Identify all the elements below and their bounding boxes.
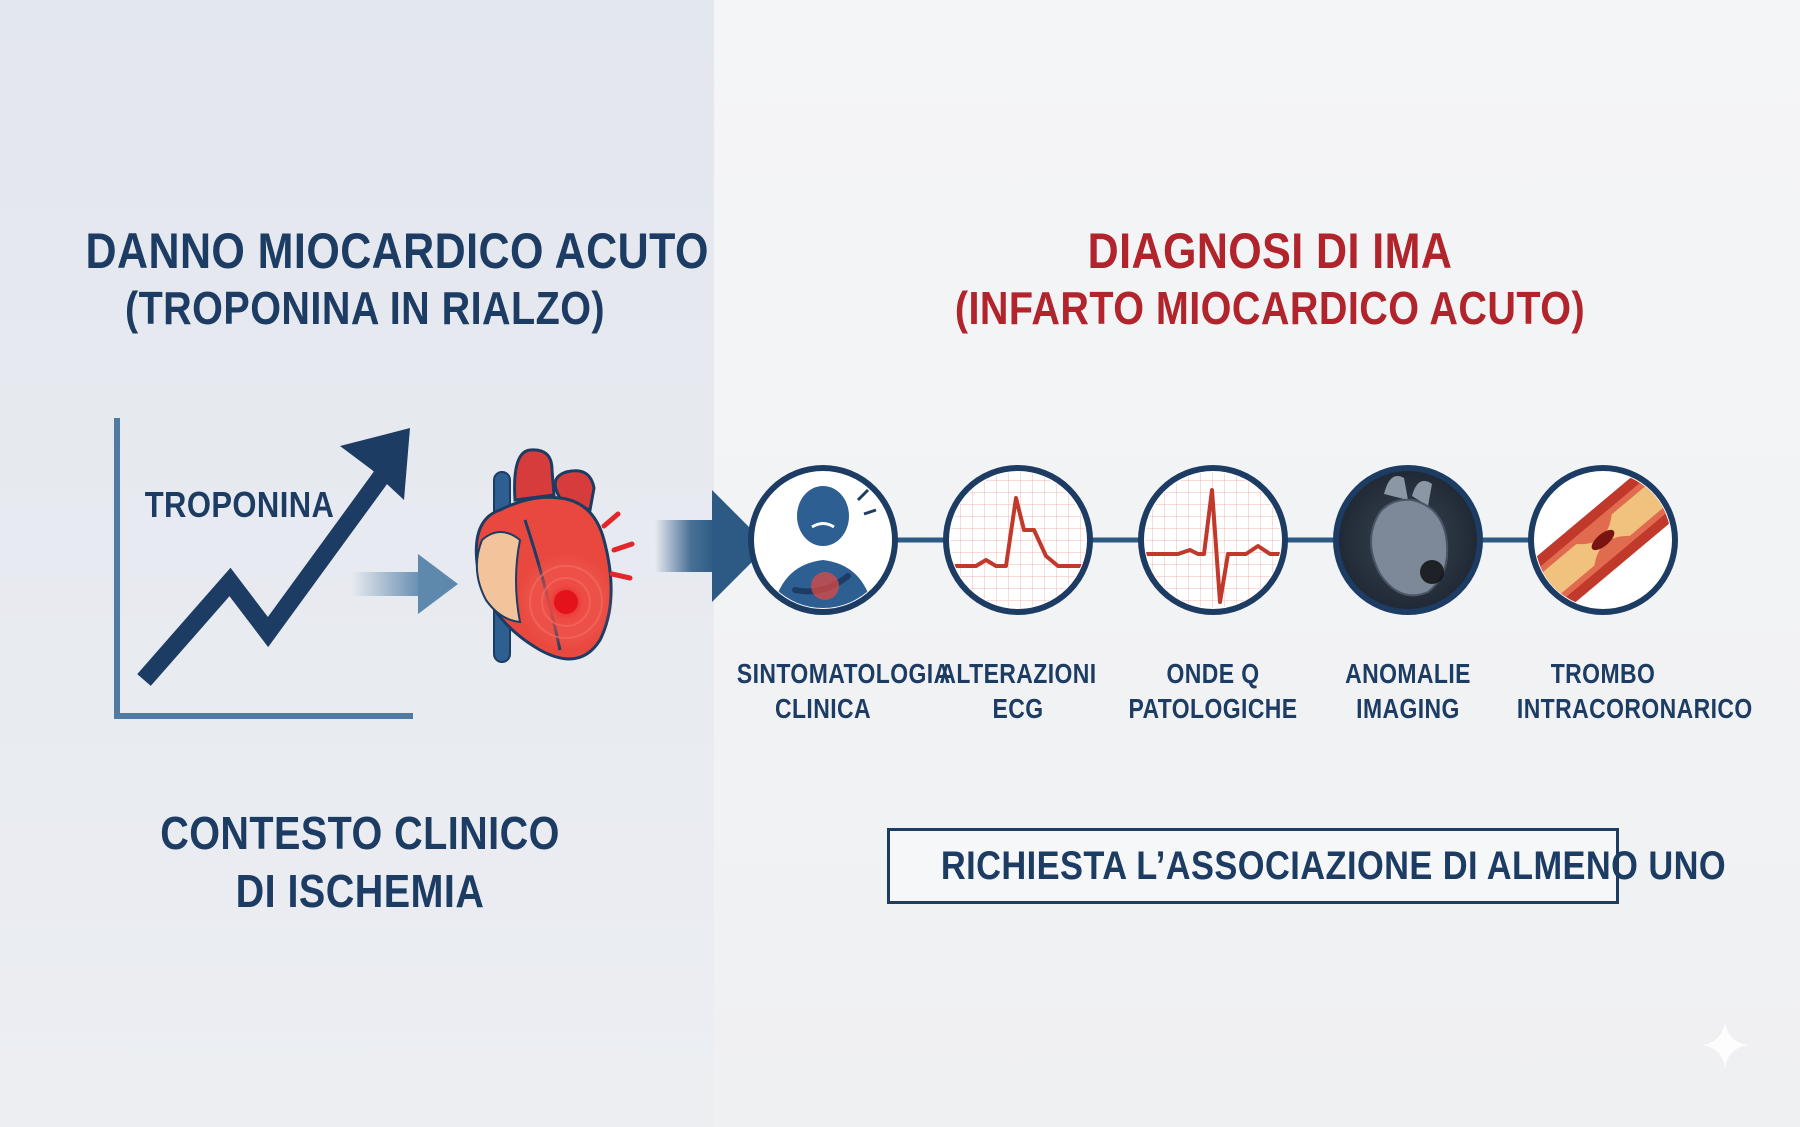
troponin-chart-label: TROPONINA (144, 484, 335, 525)
context-line1: CONTESTO CLINICO (160, 807, 560, 859)
ecg-st-change-icon (943, 465, 1093, 615)
requirement-note-text: RICHIESTA L’ASSOCIAZIONE DI ALMENO UNO (940, 844, 1727, 888)
ecg-q-wave-icon (1138, 465, 1288, 615)
criterion-label-onde-q: ONDE Q PATOLOGICHE (1128, 658, 1298, 724)
coronary-thrombus-icon (1528, 465, 1678, 615)
criterion-label-trombo: TROMBO INTRACORONARICO (1516, 658, 1753, 724)
left-title-line1: DANNO MIOCARDICO ACUTO (85, 223, 709, 279)
right-title-line2: (INFARTO MIOCARDICO ACUTO) (954, 282, 1586, 334)
criterion-label-sintomatologia: SINTOMATOLOGIA CLINICA (736, 658, 951, 724)
criterion-label-ecg: ALTERAZIONI ECG (939, 658, 1097, 724)
left-title-line2: (TROPONINA IN RIALZO) (124, 282, 606, 334)
troponin-arrowhead (340, 428, 410, 500)
troponin-rise-line (137, 456, 400, 686)
right-title-line1: DIAGNOSI DI IMA (1087, 223, 1453, 279)
heart-imaging-icon (1333, 465, 1483, 615)
requirement-note-box: RICHIESTA L’ASSOCIAZIONE DI ALMENO UNO (887, 828, 1727, 904)
context-line2: DI ISCHEMIA (235, 865, 485, 917)
criterion-label-imaging: ANOMALIE IMAGING (1345, 658, 1471, 724)
chart-axes (114, 418, 413, 719)
arrow-to-heart (352, 554, 458, 614)
sparkle-icon (1702, 1022, 1748, 1068)
heart-icon (474, 448, 635, 663)
troponin-chart (114, 418, 413, 719)
big-arrow-right (655, 490, 768, 602)
patient-chest-pain-icon (748, 465, 898, 615)
